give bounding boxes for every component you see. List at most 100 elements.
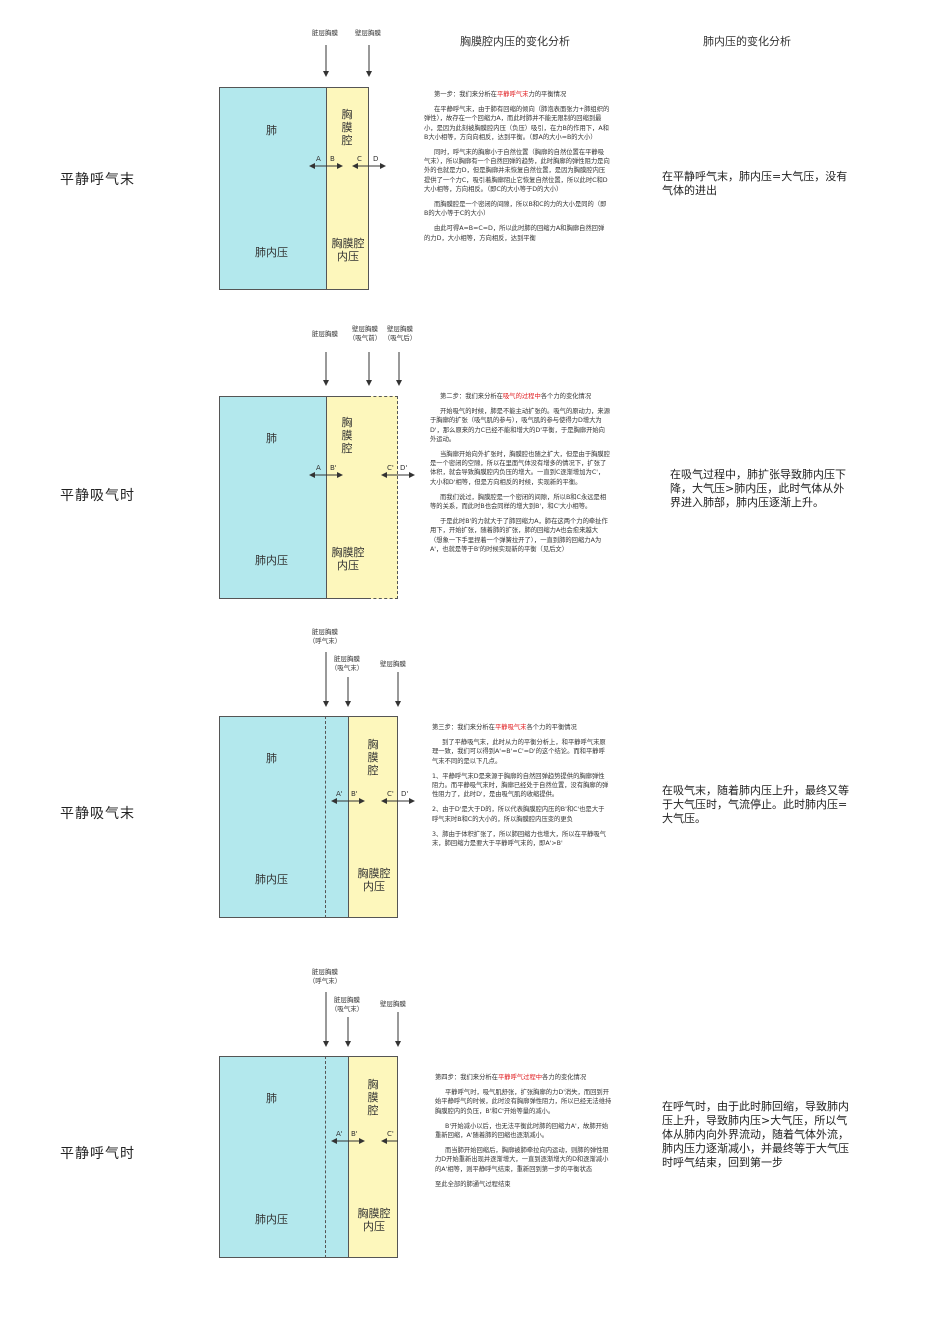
s4-pleural-cavity-label: 胸膜腔 <box>367 1078 379 1117</box>
s1-pleural-cavity-label: 胸膜腔 <box>341 108 353 147</box>
s3-letter-d: D' <box>401 790 409 798</box>
s4-top-label-1: 脏层胸膜 （呼气末） <box>308 968 342 985</box>
s2-description: 第二步：我们来分析在吸气的过程中各个力的变化情况 开始吸气的时候，肺是不能主动扩… <box>430 392 610 560</box>
lung-pressure-header: 肺内压的变化分析 <box>703 35 791 48</box>
s1-lung-box <box>219 87 327 290</box>
s1-letter-b: B <box>330 155 335 163</box>
s3-para-2: 1、平静呼气末D是来源于胸廓的自然回弹趋势提供的胸廓弹性阻力。而平静吸气末时，胸… <box>432 772 609 799</box>
s4-letter-a: A' <box>336 1130 343 1138</box>
s3-exhale-end-line <box>325 716 326 918</box>
s3-title-post: 各个力的平衡情况 <box>526 724 577 731</box>
s1-para-3: 而胸膜腔是一个密闭的间隙，所以B和C的力的大小是同的（即B的大小等于C的大小） <box>424 201 607 218</box>
s2-title-highlight: 吸气的过程中 <box>502 393 541 400</box>
s1-para-4: 由此可得A=B=C=D，所以此时肺的回缩力A和胸廓自然回弹的力D，大小相等，方向… <box>424 225 605 242</box>
s1-pleural-pressure-label: 胸膜腔内压 <box>330 237 366 263</box>
s4-exhale-end-line <box>325 1056 326 1258</box>
s1-visceral-label: 脏层胸膜 <box>312 29 338 37</box>
s2-lung-pressure-label: 肺内压 <box>255 554 288 567</box>
s2-pleural-cavity-label: 胸膜腔 <box>341 416 353 455</box>
s1-para-2: 同时，呼气末的胸廓小于自然位置（胸廓的自然位置在平静吸气末），所以胸廓有一个自然… <box>424 149 610 193</box>
s2-title-pre: 第二步：我们来分析在 <box>440 393 503 400</box>
s3-pleural-cavity-label: 胸膜腔 <box>367 738 379 777</box>
s4-pleural-pressure-text: 胸膜腔内压 <box>357 1207 391 1233</box>
s3-description: 第三步：我们来分析在平静吸气末各个力的平衡情况 到了平静吸气末，此时从力的平衡分… <box>432 723 610 854</box>
s4-lung-box <box>219 1056 349 1258</box>
s1-row-label: 平静呼气末 <box>60 172 135 188</box>
s4-lung-label: 肺 <box>266 1092 277 1105</box>
s3-para-1: 到了平静吸气末，此时从力的平衡分析上，和平静呼气末原理一致，我们可以得到A'=B… <box>432 739 606 765</box>
s3-analysis: 在吸气末，随着肺内压上升，最终又等于大气压时，气流停止。此时肺内压=大气压。 <box>662 784 849 825</box>
s3-title-highlight: 平静吸气末 <box>494 724 527 731</box>
s1-letter-a: A <box>316 155 321 163</box>
s2-title-post: 各个力的变化情况 <box>540 393 592 400</box>
s3-lung-pressure-label: 肺内压 <box>255 873 288 886</box>
s2-top-label-2: 壁层胸膜 （吸气前） <box>348 325 382 342</box>
s3-letter-b: B' <box>351 790 358 798</box>
s2-para-4: 于是此时B'的力就大于了肺回缩力A，肺在这两个力的牵扯作用下，开始扩张，随着肺的… <box>430 518 608 553</box>
s1-analysis: 在平静呼气末，肺内压=大气压，没有气体的进出 <box>662 170 848 197</box>
s1-parietal-label: 壁层胸膜 <box>355 29 381 37</box>
s1-letter-c: C <box>357 155 362 163</box>
s2-analysis: 在吸气过程中，肺扩张导致肺内压下降，大气压>肺内压，此时气体从外界进入肺部，肺内… <box>670 468 846 509</box>
s2-row-label: 平静吸气时 <box>60 488 135 504</box>
s1-pleura-box <box>326 87 369 290</box>
s4-pleura-box <box>348 1056 398 1258</box>
s2-lung-label: 肺 <box>266 432 277 445</box>
s1-title-post: 力的平衡情况 <box>528 91 567 98</box>
s2-desc-title: 第二步：我们来分析在吸气的过程中各个力的变化情况 <box>430 392 610 401</box>
s3-para-4: 3、肺由于体积扩张了，所以肺回缩力也增大，所以在平静吸气末，肺回缩力是要大于平静… <box>432 830 607 848</box>
s4-pleural-pressure-label: 胸膜腔内压 <box>355 1207 393 1233</box>
s2-pleural-pressure-text: 胸膜腔内压 <box>331 546 365 572</box>
s4-description: 第四步：我们来分析在平静呼气过程中各力的变化情况 平静呼气时，吸气肌舒张，扩张胸… <box>435 1073 613 1195</box>
s2-lung-box <box>219 396 327 599</box>
s2-letter-a: A <box>316 464 321 472</box>
s2-pleural-pressure-label: 胸膜腔内压 <box>330 546 366 572</box>
s2-letter-d: D' <box>400 464 408 472</box>
s1-desc-title: 第一步：我们来分析在平静呼气末力的平衡情况 <box>424 90 610 99</box>
pleural-pressure-header: 胸膜腔内压的变化分析 <box>460 35 570 48</box>
s2-pleura-expansion <box>368 396 398 599</box>
s4-desc-title: 第四步：我们来分析在平静呼气过程中各力的变化情况 <box>435 1073 613 1082</box>
s2-letter-b: B' <box>330 464 337 472</box>
s2-para-1: 开始吸气的时候，肺是不能主动扩张的。吸气的原动力，来源于胸廓的扩张（吸气肌的参与… <box>430 408 611 443</box>
s3-para-3: 2、由于D'是大于D的，所以代表胸膜腔内压的B'和C'也是大于呼气末时B和C的大… <box>432 806 605 823</box>
s2-letter-c: C' <box>387 464 394 472</box>
s3-lung-label: 肺 <box>266 752 277 765</box>
s1-para-1: 在平静呼气末，由于肺有回缩的倾向（肺泡表面张力+肺组织的弹性），故存在一个回缩力… <box>424 106 610 141</box>
s3-title-pre: 第三步：我们来分析在 <box>432 724 495 731</box>
s3-pleural-pressure-text: 胸膜腔内压 <box>357 867 391 893</box>
s4-title-pre: 第四步：我们来分析在 <box>435 1074 498 1081</box>
s3-pleura-box <box>348 716 398 918</box>
s4-letter-c: C' <box>387 1130 394 1138</box>
s3-desc-title: 第三步：我们来分析在平静吸气末各个力的平衡情况 <box>432 723 610 732</box>
s3-row-label: 平静吸气末 <box>60 806 135 822</box>
s1-description: 第一步：我们来分析在平静呼气末力的平衡情况 在平静呼气末，由于肺有回缩的倾向（肺… <box>424 90 610 249</box>
s3-lung-box <box>219 716 349 918</box>
s1-pleural-pressure-text: 胸膜腔内压 <box>331 237 365 263</box>
s3-top-label-3: 壁层胸膜 <box>380 660 406 668</box>
s4-para-4: 至此全部的肺通气过程结束 <box>435 1180 511 1188</box>
s4-lung-pressure-label: 肺内压 <box>255 1213 288 1226</box>
s2-top-label-1: 脏层胸膜 <box>312 330 338 338</box>
s3-letter-a: A' <box>336 790 343 798</box>
s2-para-2: 当胸廓开始向外扩张时，胸膜腔也随之扩大，但是由于胸膜腔是一个密闭的空隙，所以在里… <box>430 451 611 486</box>
s3-letter-c: C' <box>387 790 394 798</box>
s3-top-label-1: 脏层胸膜 （呼气末） <box>308 628 342 645</box>
s4-top-label-3: 壁层胸膜 <box>380 1000 406 1008</box>
s4-title-post: 各力的变化情况 <box>542 1074 587 1081</box>
s1-lung-pressure-label: 肺内压 <box>255 246 288 259</box>
s4-para-1: 平静呼气时，吸气肌舒张，扩张胸廓的力D'消失，而回到开始平静呼气的时候，此时没有… <box>435 1089 612 1115</box>
s2-para-3: 而我们说过，胸膜腔是一个密闭的间隙，所以B和C永远是相等的关系，而此时B也会同样… <box>430 493 607 511</box>
s3-top-label-2: 脏层胸膜 （吸气末） <box>330 655 364 672</box>
s1-title-highlight: 平静呼气末 <box>496 91 529 98</box>
s1-lung-label: 肺 <box>266 124 277 137</box>
s4-analysis: 在呼气时，由于此时肺回缩，导致肺内压上升，导致肺内压>大气压，所以气体从肺内向外… <box>662 1100 849 1169</box>
s4-para-2: B'开始减小以后，也无法平衡此时肺的回缩力A'，故肺开始重新回缩，A'随着肺的回… <box>435 1122 609 1140</box>
s3-pleural-pressure-label: 胸膜腔内压 <box>355 867 393 893</box>
s4-row-label: 平静呼气时 <box>60 1146 135 1162</box>
s1-letter-d: D <box>373 155 379 163</box>
s4-title-highlight: 平静呼气过程中 <box>497 1074 543 1081</box>
s4-top-label-2: 脏层胸膜 （吸气末） <box>330 996 364 1013</box>
s2-pleura-box <box>326 396 369 599</box>
